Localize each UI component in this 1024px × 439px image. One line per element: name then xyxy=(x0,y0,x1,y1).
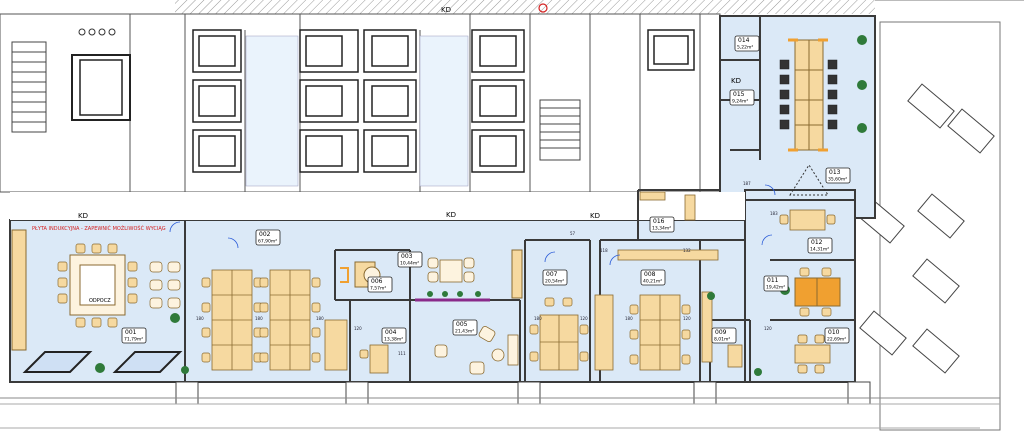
stair-right xyxy=(539,99,581,161)
shelf-005 xyxy=(511,249,523,299)
room-area: 13,38m² xyxy=(384,337,403,343)
furniture-012 xyxy=(779,209,836,231)
room-area: 67,90m² xyxy=(258,239,277,245)
room-number: 013 xyxy=(829,169,841,176)
room-area: 10,44m² xyxy=(400,261,419,267)
svg-text:132: 132 xyxy=(683,248,691,253)
svg-text:120: 120 xyxy=(354,326,362,331)
svg-text:111: 111 xyxy=(398,351,406,356)
room-area: 5,22m² xyxy=(737,45,753,51)
room-number: 016 xyxy=(653,218,665,225)
room-area: 71,79m² xyxy=(124,337,143,343)
room-number: 003 xyxy=(401,253,413,260)
door-swings xyxy=(169,184,776,266)
room-number: 014 xyxy=(738,37,750,44)
furniture-005 xyxy=(427,257,519,375)
room-area: 9,24m² xyxy=(732,99,748,105)
svg-text:120: 120 xyxy=(683,316,691,321)
svg-text:57: 57 xyxy=(570,231,576,236)
door-label-kd: KD xyxy=(446,211,456,219)
toilet-grid xyxy=(192,29,695,173)
furniture-011 xyxy=(794,267,841,317)
furniture-004 xyxy=(359,344,389,374)
door-label-kd: KD xyxy=(441,6,451,14)
svg-text:118: 118 xyxy=(600,248,608,253)
lounge-chairs-001 xyxy=(149,261,181,309)
room-number: 007 xyxy=(546,271,558,278)
room-number: 008 xyxy=(644,271,656,278)
lift-icon xyxy=(71,28,131,121)
room-area: 7,57m² xyxy=(370,286,386,292)
room-number: 009 xyxy=(715,329,727,336)
plant-icons xyxy=(95,35,867,376)
svg-text:187: 187 xyxy=(743,181,751,186)
room-area: 21,43m² xyxy=(455,329,474,335)
kitchen-counter xyxy=(11,229,27,351)
wall-note: PŁYTA INDUKCYJNA - ZAPEWNIĆ MOŻLIWOŚĆ WY… xyxy=(32,225,166,232)
room-area: 40,21m² xyxy=(643,279,662,285)
svg-text:120: 120 xyxy=(580,316,588,321)
room-area: 35,60m² xyxy=(828,177,847,183)
room-number: 001 xyxy=(125,329,137,336)
svg-text:180: 180 xyxy=(196,316,204,321)
furniture-016 xyxy=(639,191,696,221)
room-area: 19,42m² xyxy=(766,285,785,291)
room-number: 006 xyxy=(371,278,383,285)
main-corridor xyxy=(10,192,745,220)
desks-002 xyxy=(211,269,348,371)
svg-text:183: 183 xyxy=(770,211,778,216)
upper-corridor xyxy=(245,35,299,187)
room-area: 8,01m² xyxy=(714,337,730,343)
meeting-table-001 xyxy=(57,243,138,328)
room-number: 015 xyxy=(733,91,745,98)
desks-007 xyxy=(539,294,614,371)
desk-chairs-002 xyxy=(201,277,321,363)
room-number: 011 xyxy=(767,277,779,284)
kitchen-label: ODPOCZ xyxy=(89,298,111,304)
top-hatched-wall xyxy=(175,0,875,14)
svg-text:180: 180 xyxy=(255,316,263,321)
door-label-kd: KD xyxy=(78,212,88,220)
door-label-kd: KD xyxy=(731,77,741,85)
room-area: 22,69m² xyxy=(827,337,846,343)
room-area: 20,54m² xyxy=(545,279,564,285)
room-number: 010 xyxy=(828,329,840,336)
sofa-left xyxy=(22,351,183,373)
room-area: 13,34m² xyxy=(652,226,671,232)
room-number: 002 xyxy=(259,231,271,238)
furniture-010 xyxy=(794,334,831,374)
room-area: 14,31m² xyxy=(810,247,829,253)
conference-table-013 xyxy=(779,38,838,196)
svg-text:180: 180 xyxy=(534,316,542,321)
room-number: 004 xyxy=(385,329,397,336)
door-label-kd: KD xyxy=(590,212,600,220)
svg-text:180: 180 xyxy=(625,316,633,321)
room-number: 012 xyxy=(811,239,823,246)
svg-text:120: 120 xyxy=(764,326,772,331)
dimension-labels: 180 180 180 120 180 120 180 120 111 118 … xyxy=(196,181,778,356)
room-number: 005 xyxy=(456,321,468,328)
desk-chairs-007-008 xyxy=(529,297,691,365)
stair-left xyxy=(11,41,47,133)
furniture-009 xyxy=(701,291,743,368)
svg-text:180: 180 xyxy=(316,316,324,321)
